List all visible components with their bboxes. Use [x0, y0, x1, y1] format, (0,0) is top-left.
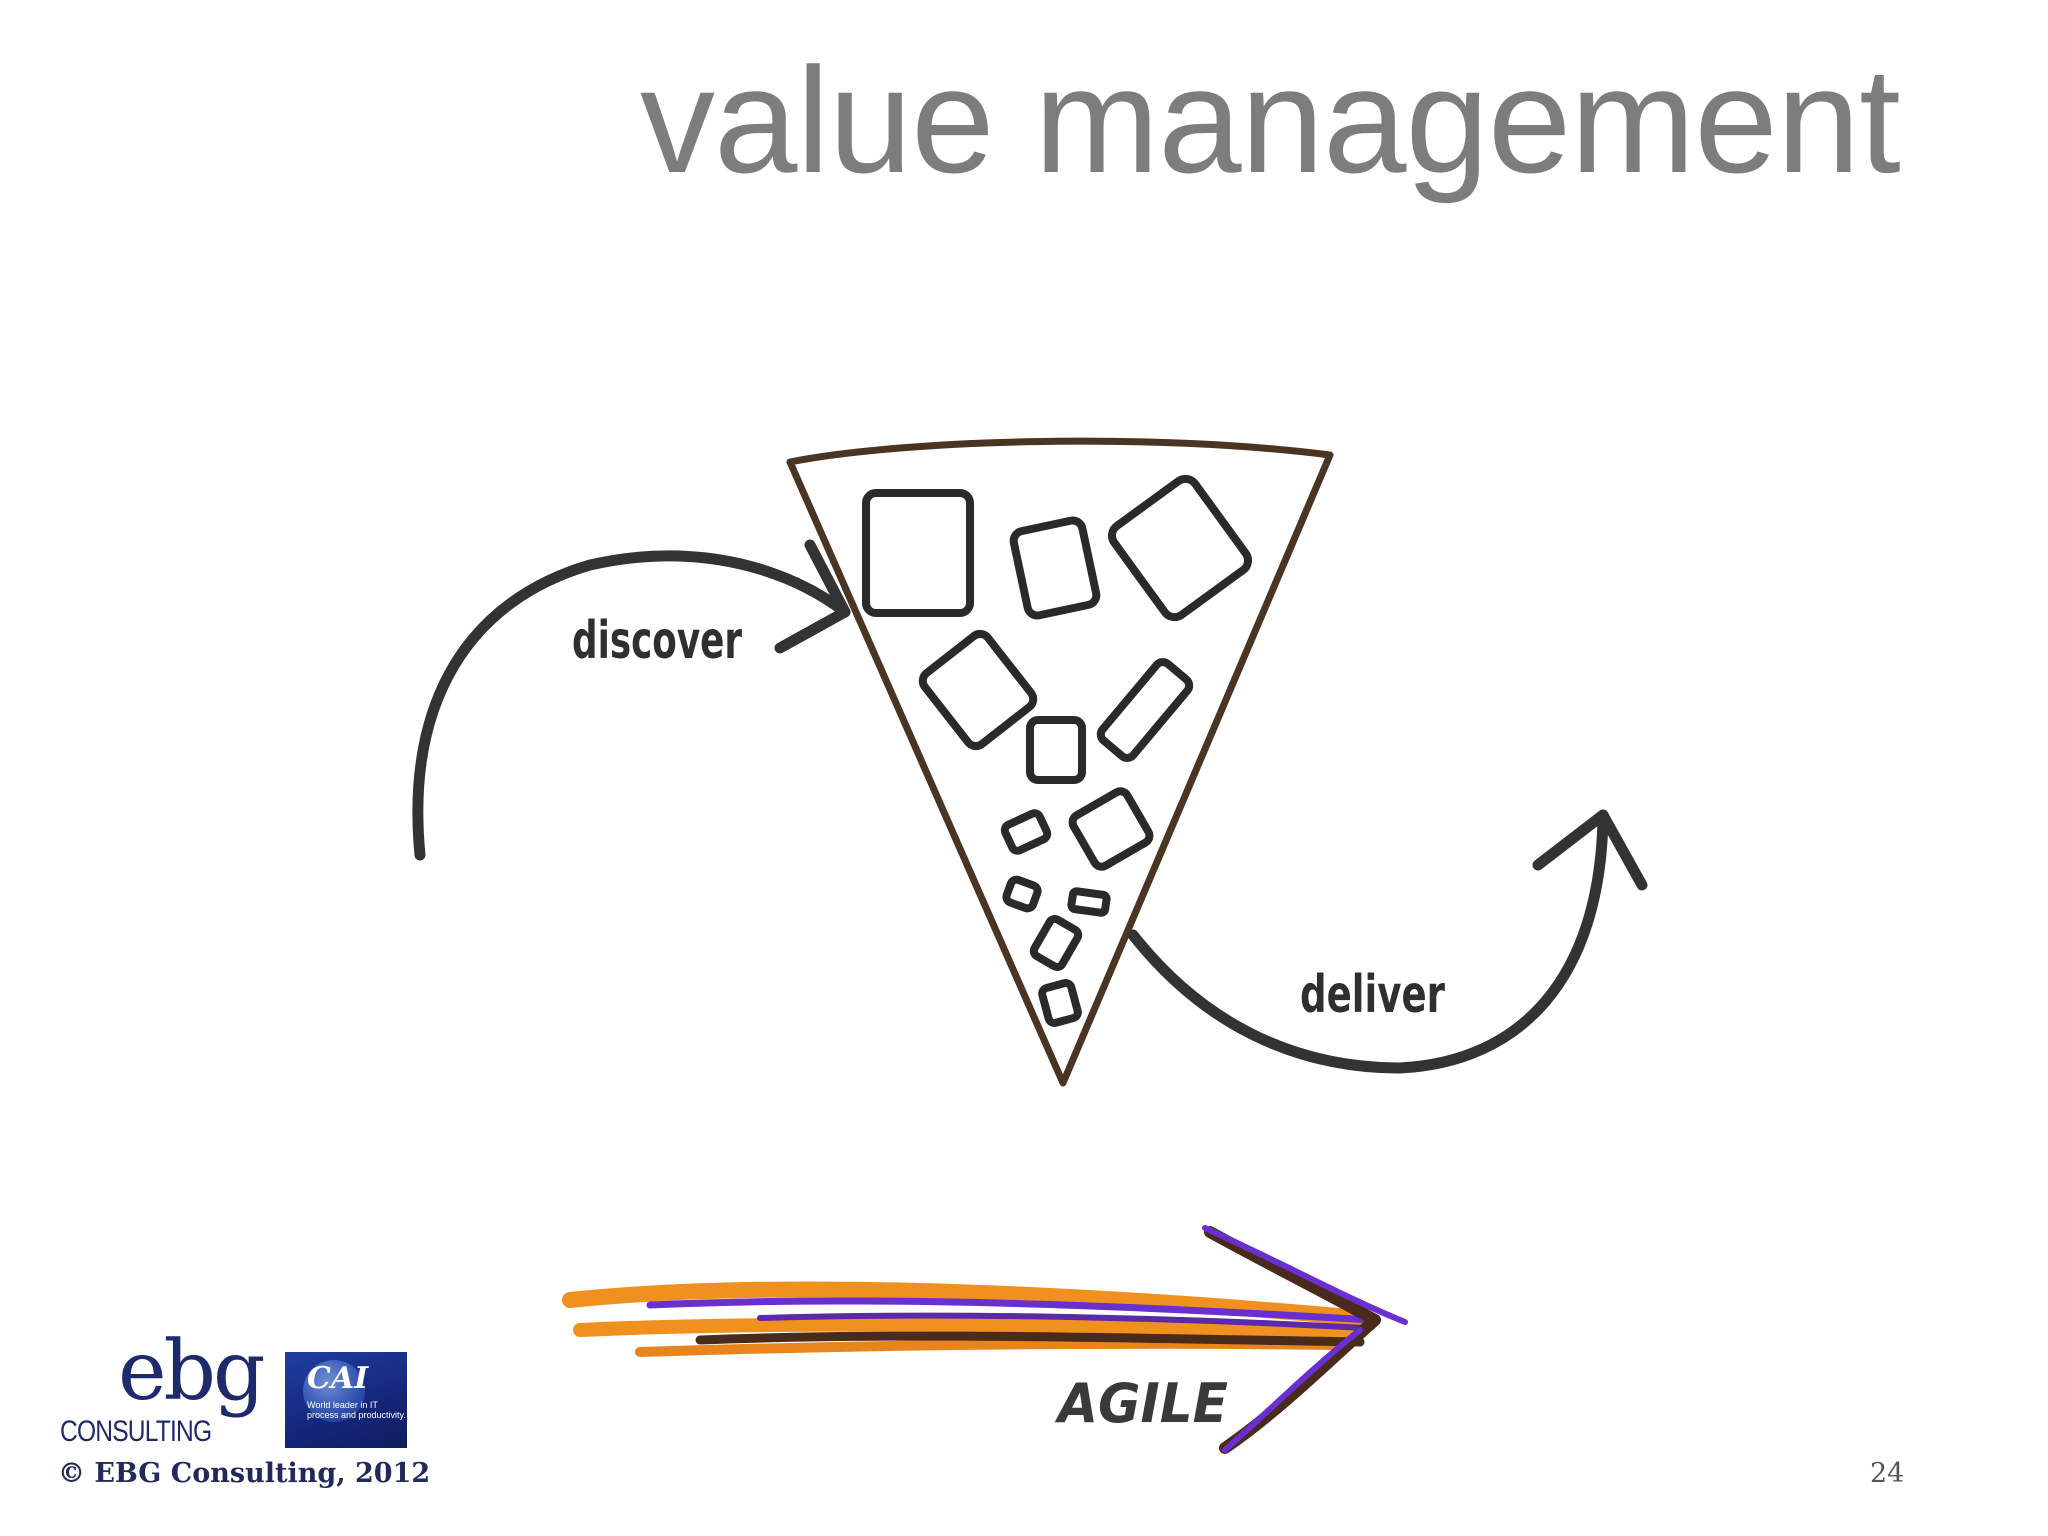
topping [1067, 887, 1111, 917]
cai-logo: CAI World leader in IT process and produ… [285, 1352, 407, 1448]
deliver-arrow [1127, 809, 1648, 1074]
discover-arrow [412, 539, 851, 861]
deliver-label: deliver [1300, 965, 1445, 1025]
topping [1068, 787, 1154, 871]
cai-logo-tagline: World leader in IT process and productiv… [307, 1400, 406, 1420]
agile-arrow [562, 1225, 1408, 1454]
ebg-logo-word: ebg [118, 1324, 266, 1419]
topping [1038, 979, 1082, 1027]
discover-label: discover [572, 611, 742, 671]
topping [1096, 658, 1194, 762]
topping [1000, 809, 1052, 855]
slide-title: value management [640, 36, 1901, 204]
topping [1002, 875, 1042, 913]
page-number: 24 [1870, 1458, 1905, 1489]
topping [1029, 915, 1083, 971]
cai-logo-word: CAI [307, 1361, 369, 1396]
topping [862, 489, 974, 617]
ebg-consulting-logo: ebg CONSULTING [58, 1327, 266, 1450]
pizza-slice [786, 437, 1334, 1087]
pizza-toppings [862, 474, 1253, 1027]
copyright-notice: © EBG Consulting, 2012 [58, 1458, 431, 1489]
topping [1009, 516, 1101, 620]
topping [1107, 474, 1253, 622]
ebg-logo-subtitle: CONSULTING [60, 1415, 212, 1448]
globe-icon [303, 1360, 365, 1422]
topping [918, 629, 1038, 751]
agile-label: AGILE [1054, 1372, 1228, 1435]
topping [1026, 716, 1086, 784]
